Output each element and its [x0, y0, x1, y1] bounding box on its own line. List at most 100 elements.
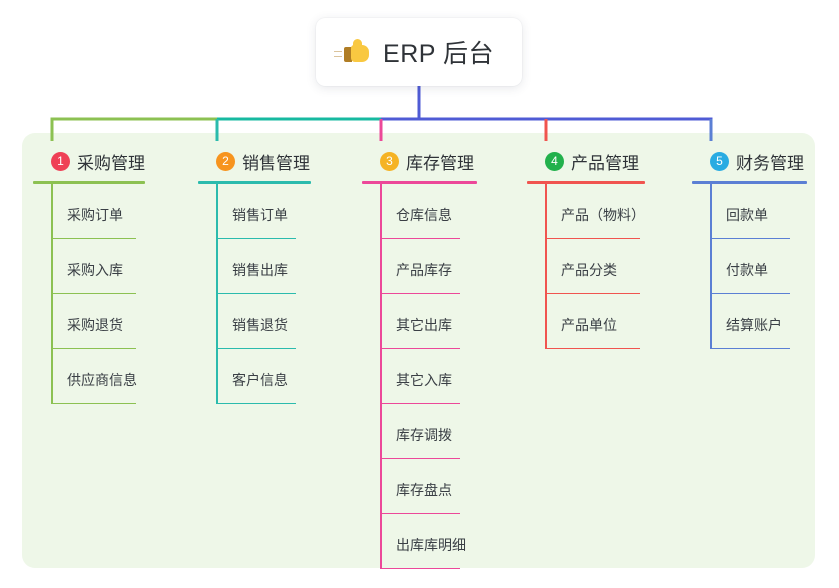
menu-item-label: 付款单	[726, 262, 768, 278]
menu-item-label: 采购入库	[67, 262, 123, 278]
menu-item-label: 库存调拨	[396, 427, 452, 443]
category-title: 库存管理	[406, 153, 474, 173]
category-header-rule	[33, 181, 145, 184]
category-header-3[interactable]: 3 库存管理	[362, 148, 477, 174]
menu-item-rule	[710, 237, 790, 239]
menu-item[interactable]: 出库库明细	[362, 514, 477, 569]
menu-item[interactable]: 其它出库	[362, 294, 477, 349]
menu-item-rule	[216, 347, 296, 349]
menu-item-rule	[710, 347, 790, 349]
menu-item-label: 采购订单	[67, 207, 123, 223]
menu-item[interactable]: 库存调拨	[362, 404, 477, 459]
menu-item[interactable]: 产品（物料）	[527, 184, 645, 239]
menu-item-label: 产品单位	[561, 317, 617, 333]
category-title: 产品管理	[571, 153, 639, 173]
menu-item-label: 仓库信息	[396, 207, 452, 223]
category-spine-line	[710, 184, 712, 349]
category-column-5: 5 财务管理回款单付款单结算账户	[692, 148, 807, 349]
menu-item-rule	[216, 402, 296, 404]
menu-item-rule	[51, 237, 136, 239]
menu-item-label: 结算账户	[726, 317, 782, 333]
menu-item-rule	[380, 292, 460, 294]
menu-item-rule	[380, 567, 460, 569]
menu-item-rule	[51, 292, 136, 294]
menu-item[interactable]: 采购订单	[33, 184, 145, 239]
category-column-2: 2 销售管理销售订单销售出库销售退货客户信息	[198, 148, 311, 404]
menu-item-rule	[51, 402, 136, 404]
category-header-1[interactable]: 1 采购管理	[33, 148, 145, 174]
category-number-badge: 3	[380, 151, 399, 171]
menu-item-rule	[380, 457, 460, 459]
category-title: 财务管理	[736, 153, 804, 173]
category-header-5[interactable]: 5 财务管理	[692, 148, 807, 174]
menu-item[interactable]: 采购入库	[33, 239, 145, 294]
menu-item-label: 客户信息	[232, 372, 288, 388]
category-item-list: 仓库信息产品库存其它出库其它入库库存调拨库存盘点出库库明细	[362, 184, 477, 569]
menu-item[interactable]: 库存盘点	[362, 459, 477, 514]
category-item-list: 回款单付款单结算账户	[692, 184, 807, 349]
menu-item-label: 出库库明细	[396, 537, 466, 553]
menu-item-label: 回款单	[726, 207, 768, 223]
thumbs-up-icon	[334, 38, 372, 66]
category-number-badge: 5	[710, 151, 729, 171]
menu-item-label: 产品分类	[561, 262, 617, 278]
menu-item[interactable]: 回款单	[692, 184, 807, 239]
category-column-1: 1 采购管理采购订单采购入库采购退货供应商信息	[33, 148, 145, 404]
menu-item[interactable]: 产品单位	[527, 294, 645, 349]
menu-item[interactable]: 销售出库	[198, 239, 311, 294]
category-title: 销售管理	[242, 153, 310, 173]
menu-item[interactable]: 产品库存	[362, 239, 477, 294]
category-column-3: 3 库存管理仓库信息产品库存其它出库其它入库库存调拨库存盘点出库库明细	[362, 148, 477, 569]
menu-item-rule	[380, 237, 460, 239]
menu-item-label: 其它出库	[396, 317, 452, 333]
menu-item[interactable]: 产品分类	[527, 239, 645, 294]
category-spine-line	[380, 184, 382, 569]
menu-item-rule	[216, 237, 296, 239]
menu-item[interactable]: 其它入库	[362, 349, 477, 404]
menu-item[interactable]: 销售退货	[198, 294, 311, 349]
category-header-rule	[198, 181, 311, 184]
menu-item-rule	[545, 347, 640, 349]
category-header-2[interactable]: 2 销售管理	[198, 148, 311, 174]
menu-item[interactable]: 客户信息	[198, 349, 311, 404]
category-header-rule	[362, 181, 477, 184]
category-column-4: 4 产品管理产品（物料） 产品分类产品单位	[527, 148, 645, 349]
menu-item-label: 销售退货	[232, 317, 288, 333]
root-node-title: ERP 后台	[383, 40, 494, 68]
category-header-rule	[692, 181, 807, 184]
category-spine-line	[216, 184, 218, 404]
category-item-list: 产品（物料） 产品分类产品单位	[527, 184, 645, 349]
menu-item-rule	[380, 512, 460, 514]
category-number-badge: 1	[51, 151, 70, 171]
menu-item-rule	[545, 237, 640, 239]
root-node-erp-backend[interactable]: ERP 后台	[316, 18, 522, 86]
menu-item[interactable]: 付款单	[692, 239, 807, 294]
menu-item-rule	[545, 292, 640, 294]
diagram-background-panel	[22, 133, 815, 568]
category-spine-line	[545, 184, 547, 349]
category-spine-line	[51, 184, 53, 404]
menu-item[interactable]: 销售订单	[198, 184, 311, 239]
menu-item-rule	[216, 292, 296, 294]
menu-item-label: 采购退货	[67, 317, 123, 333]
menu-item-label: 供应商信息	[67, 372, 137, 388]
menu-item-label: 库存盘点	[396, 482, 452, 498]
menu-item[interactable]: 仓库信息	[362, 184, 477, 239]
menu-item[interactable]: 供应商信息	[33, 349, 145, 404]
category-header-4[interactable]: 4 产品管理	[527, 148, 645, 174]
category-item-list: 销售订单销售出库销售退货客户信息	[198, 184, 311, 404]
menu-item[interactable]: 采购退货	[33, 294, 145, 349]
category-item-list: 采购订单采购入库采购退货供应商信息	[33, 184, 145, 404]
menu-item-rule	[710, 292, 790, 294]
menu-item-label: 产品库存	[396, 262, 452, 278]
category-number-badge: 4	[545, 151, 564, 171]
menu-item-label: 其它入库	[396, 372, 452, 388]
menu-item-label: 销售订单	[232, 207, 288, 223]
menu-item[interactable]: 结算账户	[692, 294, 807, 349]
menu-item-rule	[380, 347, 460, 349]
category-title: 采购管理	[77, 153, 145, 173]
menu-item-rule	[380, 402, 460, 404]
menu-item-label: 产品（物料）	[561, 207, 645, 223]
category-number-badge: 2	[216, 151, 235, 171]
category-header-rule	[527, 181, 645, 184]
